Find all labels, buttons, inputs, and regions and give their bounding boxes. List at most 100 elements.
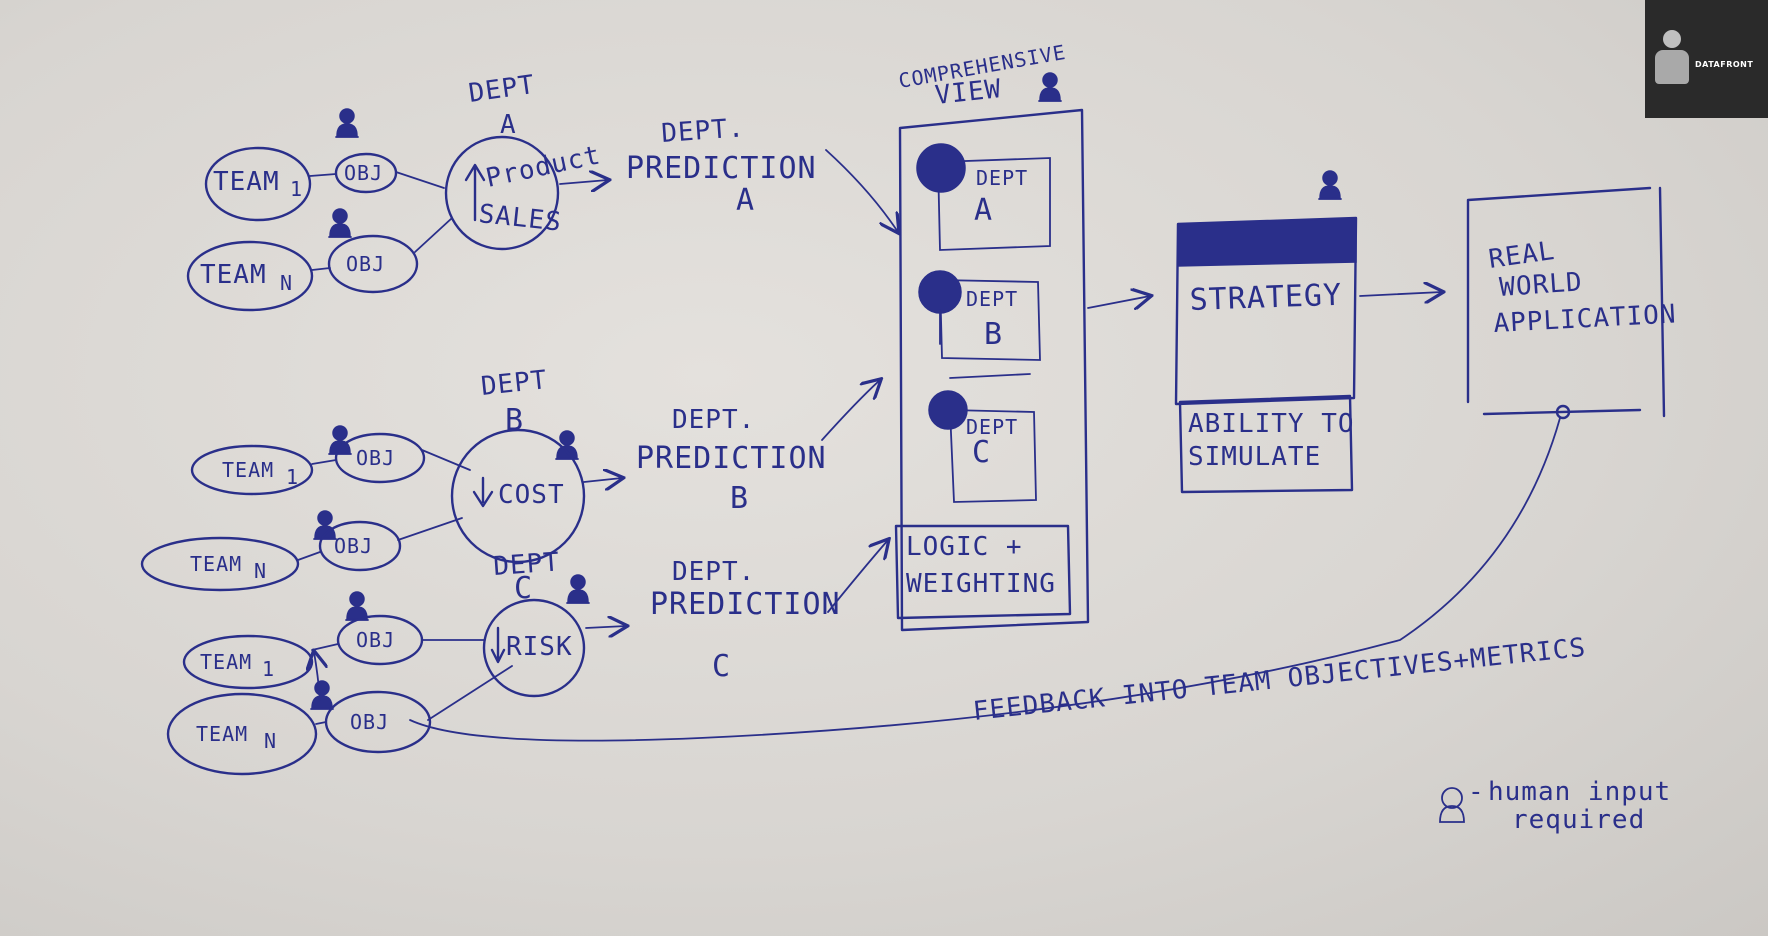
card-c-dept: DEPT [966, 415, 1018, 439]
dept-b-group: DEPT B TEAM 1 TEAM N OBJ OBJ COST [140, 365, 622, 592]
objective-label: OBJ [334, 534, 373, 558]
team-1-node [190, 444, 314, 496]
arrow [583, 478, 622, 482]
human-input-icon [1038, 72, 1062, 102]
logic-weighting-box [894, 524, 1072, 620]
objective-label: OBJ [346, 252, 385, 276]
team-n-subscript: N [264, 729, 277, 753]
prediction-c-line1: DEPT. [672, 557, 755, 587]
logic-line1: LOGIC + [906, 532, 1023, 562]
card-a-dept: DEPT [976, 166, 1028, 190]
prediction-a: DEPT. PREDICTION A [626, 113, 817, 218]
down-arrow-icon [472, 476, 494, 508]
objective-label: OBJ [344, 161, 383, 185]
down-arrow-icon [490, 626, 506, 664]
legend: - human input required [1439, 777, 1670, 835]
logic-line2: WEIGHTING [906, 569, 1056, 599]
team-n-node [186, 240, 314, 312]
dept-c-letter: C [514, 571, 533, 606]
prediction-c-line2: PREDICTION [650, 587, 841, 622]
prediction-b-letter: B [730, 481, 749, 516]
prediction-c: DEPT. PREDICTION C [650, 557, 841, 684]
arrow [827, 540, 888, 613]
team-1-subscript: 1 [290, 177, 303, 201]
team-n-subscript: N [280, 271, 293, 295]
team-1-label: TEAM [200, 650, 252, 674]
team-n-label: TEAM [200, 260, 267, 290]
human-input-legend-icon [1439, 787, 1465, 823]
feedback-loop-line [409, 417, 1561, 742]
risk-label: RISK [506, 632, 573, 662]
objective-label: OBJ [350, 710, 389, 734]
simulate-line2: SIMULATE [1188, 442, 1321, 472]
card-b-dept: DEPT [966, 287, 1018, 311]
comprehensive-view-panel [898, 108, 1090, 632]
cost-label: COST [498, 480, 565, 510]
strategy-block: STRATEGY ABILITY TO SIMULATE [1174, 170, 1358, 494]
card-c-letter: C [972, 435, 991, 470]
objective-label: OBJ [356, 446, 395, 470]
human-input-icon [335, 108, 359, 138]
robot-icon [1653, 30, 1691, 90]
arrow [559, 180, 608, 184]
human-input-icon [566, 574, 590, 604]
dept-b-letter: B [505, 403, 524, 438]
team-1-subscript: 1 [262, 657, 275, 681]
simulate-line1: ABILITY TO [1188, 409, 1355, 439]
up-arrow-icon [464, 163, 486, 222]
pin-icon [928, 390, 968, 430]
arrow [821, 380, 880, 441]
arrow [585, 626, 626, 628]
objective-label: OBJ [356, 628, 395, 652]
product-sales-line2: SALES [477, 199, 563, 238]
dept-c-group: DEPT C TEAM 1 TEAM N OBJ OBJ RISK [166, 547, 626, 776]
human-input-icon [1318, 170, 1342, 200]
feedback-label: FEEDBACK INTO TEAM OBJECTIVES+METRICS [972, 633, 1588, 727]
legend-line2: required [1512, 805, 1645, 835]
card-a-letter: A [974, 193, 993, 228]
human-input-icon [345, 591, 369, 621]
objective-node [334, 432, 426, 484]
datafront-logo: DATAFRONT [1645, 0, 1768, 118]
dept-card [939, 279, 1041, 361]
objective-node [318, 520, 402, 572]
human-input-icon [328, 208, 352, 238]
prediction-a-line2: PREDICTION [626, 151, 817, 186]
arrow [1359, 292, 1442, 296]
pin-icon [916, 143, 966, 193]
simulate-box [1178, 394, 1354, 494]
prediction-b: DEPT. PREDICTION B [636, 405, 827, 516]
comprehensive-view: COMPREHENSIVE VIEW DEPT A DEPT B DEPT C … [894, 40, 1090, 632]
team-1-label: TEAM [213, 167, 280, 197]
human-input-icon [328, 425, 352, 455]
real-world-line3: APPLICATION [1493, 299, 1678, 339]
risk-hub [482, 598, 586, 698]
product-sales-hub [444, 135, 560, 251]
real-world-line2: WORLD [1498, 267, 1583, 303]
objective-node [327, 234, 419, 294]
human-input-icon [310, 680, 334, 710]
logo-brand-text: DATAFRONT [1695, 60, 1754, 69]
card-b-letter: B [984, 317, 1003, 352]
dept-a-label: DEPT [467, 70, 537, 109]
prediction-a-letter: A [736, 183, 755, 218]
prediction-a-line1: DEPT. [660, 113, 745, 149]
team-1-label: TEAM [222, 458, 274, 482]
team-1-subscript: 1 [286, 465, 299, 489]
prediction-b-line2: PREDICTION [636, 441, 827, 476]
team-n-node [140, 536, 300, 592]
team-n-node [166, 692, 318, 776]
arrow [825, 149, 898, 232]
arrow [314, 652, 320, 701]
dept-card [937, 157, 1051, 251]
real-world-application: REAL WORLD APPLICATION [1466, 186, 1678, 420]
team-1-node [204, 146, 312, 222]
product-sales-line1: Product [483, 140, 603, 194]
team-n-label: TEAM [196, 722, 248, 746]
strategy-header-bar [1177, 217, 1357, 267]
pin-icon [918, 270, 962, 314]
objective-node [334, 152, 398, 194]
dept-c-label: DEPT [492, 547, 561, 582]
